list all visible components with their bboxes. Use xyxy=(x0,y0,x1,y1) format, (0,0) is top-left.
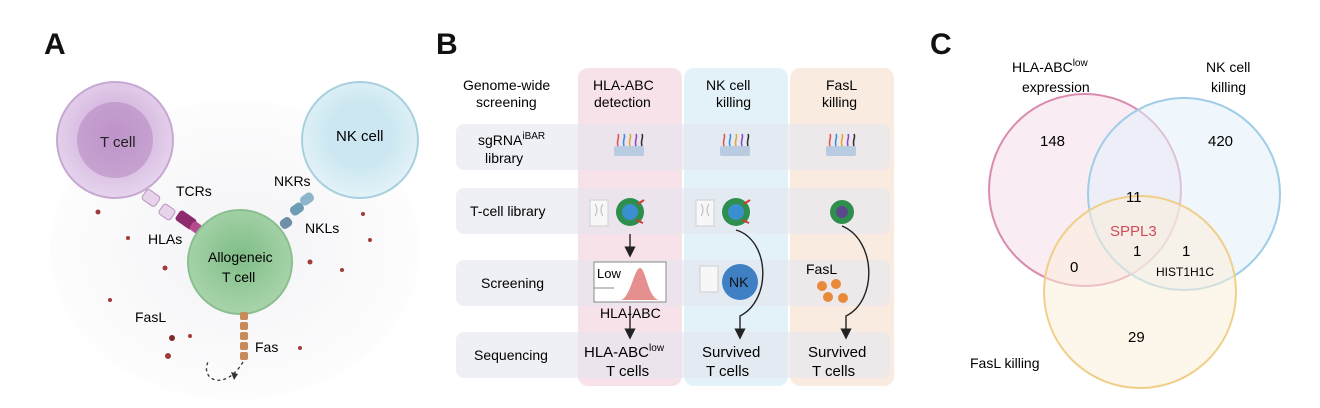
row-label-tcell-library: T-cell library xyxy=(470,203,545,219)
gene-hist1h1c: HIST1H1C xyxy=(1156,265,1214,279)
col-header-hla-2: detection xyxy=(594,94,651,110)
hla-abc-axis-label: HLA-ABC xyxy=(600,305,661,321)
t-cell-nucleus xyxy=(77,102,153,178)
count-hla-fasl: 0 xyxy=(1070,259,1078,276)
tcrs-label: TCRs xyxy=(176,183,212,199)
col-header-genome-2: screening xyxy=(476,94,537,110)
hla-histogram-peak xyxy=(620,268,660,300)
low-label: Low xyxy=(597,266,621,281)
fas-segment-1 xyxy=(240,312,248,320)
fas-segment-4 xyxy=(240,342,248,350)
panel-b: Genome-wide screening HLA-ABC detection … xyxy=(456,68,894,386)
count-fasl-only: 29 xyxy=(1128,329,1145,346)
nk-effector-label: NK xyxy=(729,274,749,290)
allogeneic-label-line1: Allogeneic xyxy=(208,249,273,265)
nk-cell-label: NK cell xyxy=(336,128,384,145)
row-label-screening: Screening xyxy=(481,275,544,291)
nk-effector-icon xyxy=(722,264,758,300)
seq-fasl-line1: Survived xyxy=(808,344,866,361)
sgrna-library-icon-hla xyxy=(614,133,644,156)
count-nk-fasl: 1 xyxy=(1182,243,1190,260)
col-header-nk-1: NK cell xyxy=(706,77,750,93)
tcr-receptor xyxy=(141,189,161,207)
panel-label-b: B xyxy=(436,28,458,61)
col-header-fasl-2: killing xyxy=(822,94,857,110)
seq-hla-line2: T cells xyxy=(606,363,649,380)
fas-signal-arrowhead xyxy=(231,372,238,380)
hlas-label: HLAs xyxy=(148,231,182,247)
nk-screen-tcell-icon xyxy=(699,265,719,293)
venn-circle-fasl xyxy=(1043,195,1237,389)
tcell-library-icon-nk xyxy=(695,198,751,227)
count-nk-only: 420 xyxy=(1208,133,1233,150)
tcell-library-icon-hla xyxy=(589,198,645,227)
col-header-hla-1: HLA-ABC xyxy=(593,77,654,93)
fasl-particle-labeled xyxy=(169,335,175,341)
fasl-screen-label: FasL xyxy=(806,261,837,277)
nkl-ligand xyxy=(279,217,293,229)
set-label-hla-line1: HLA-ABClow xyxy=(1012,58,1088,75)
sgrna-library-icon-fasl xyxy=(826,133,856,156)
fasl-particles xyxy=(95,209,372,359)
allogeneic-label-line2: T cell xyxy=(222,269,255,285)
fasl-beads-icon xyxy=(817,279,848,303)
gene-sppl3: SPPL3 xyxy=(1110,223,1157,240)
count-all-three: 1 xyxy=(1133,243,1141,260)
col-header-genome-1: Genome-wide xyxy=(463,77,550,93)
seq-nk-line2: T cells xyxy=(706,363,749,380)
t-cell-label: T cell xyxy=(100,134,136,151)
seq-nk-line1: Survived xyxy=(702,344,760,361)
fas-label: Fas xyxy=(255,339,278,355)
fas-segment-3 xyxy=(240,332,248,340)
row-label-library: library xyxy=(485,150,523,166)
arrow-fasl-curve xyxy=(840,225,870,340)
nkr-receptor xyxy=(299,192,315,206)
row-sequencing-band xyxy=(456,332,890,378)
set-label-nk-line2: killing xyxy=(1211,79,1246,95)
nkls-label: NKLs xyxy=(305,220,339,236)
panel-c: HLA-ABClow expression NK cell killing Fa… xyxy=(970,58,1281,389)
count-hla-only: 148 xyxy=(1040,133,1065,150)
count-hla-nk: 11 xyxy=(1126,189,1142,206)
row-label-sequencing: Sequencing xyxy=(474,347,548,363)
row-tcell-band xyxy=(456,188,890,234)
nkr-receptor-lower xyxy=(289,202,305,216)
nk-cell-nucleus xyxy=(328,106,392,170)
row-library-band xyxy=(456,124,890,170)
row-label-sgrna: sgRNAiBAR xyxy=(478,131,545,148)
set-label-hla-line2: expression xyxy=(1022,79,1090,95)
fasl-label: FasL xyxy=(135,309,166,325)
arrow-nk-curve xyxy=(734,229,764,340)
tcr-receptor-lower xyxy=(158,203,176,221)
row-screening-band xyxy=(456,260,890,306)
seq-hla-line1: HLA-ABClow xyxy=(584,343,665,361)
nkrs-label: NKRs xyxy=(274,173,311,189)
set-label-nk-line1: NK cell xyxy=(1206,59,1250,75)
panel-label-c: C xyxy=(930,28,952,61)
col-header-fasl-1: FasL xyxy=(826,77,857,93)
seq-fasl-line2: T cells xyxy=(812,363,855,380)
sgrna-library-icon-nk xyxy=(720,133,750,156)
fas-segment-5 xyxy=(240,352,248,360)
tcell-library-icon-fasl xyxy=(830,200,854,224)
set-label-fasl: FasL killing xyxy=(970,355,1040,371)
fas-segment-2 xyxy=(240,322,248,330)
panel-label-a: A xyxy=(44,28,66,61)
panel-a: T cell TCRs HLAs NK cell NKRs NKLs Allog… xyxy=(50,81,420,400)
col-header-nk-2: killing xyxy=(716,94,751,110)
